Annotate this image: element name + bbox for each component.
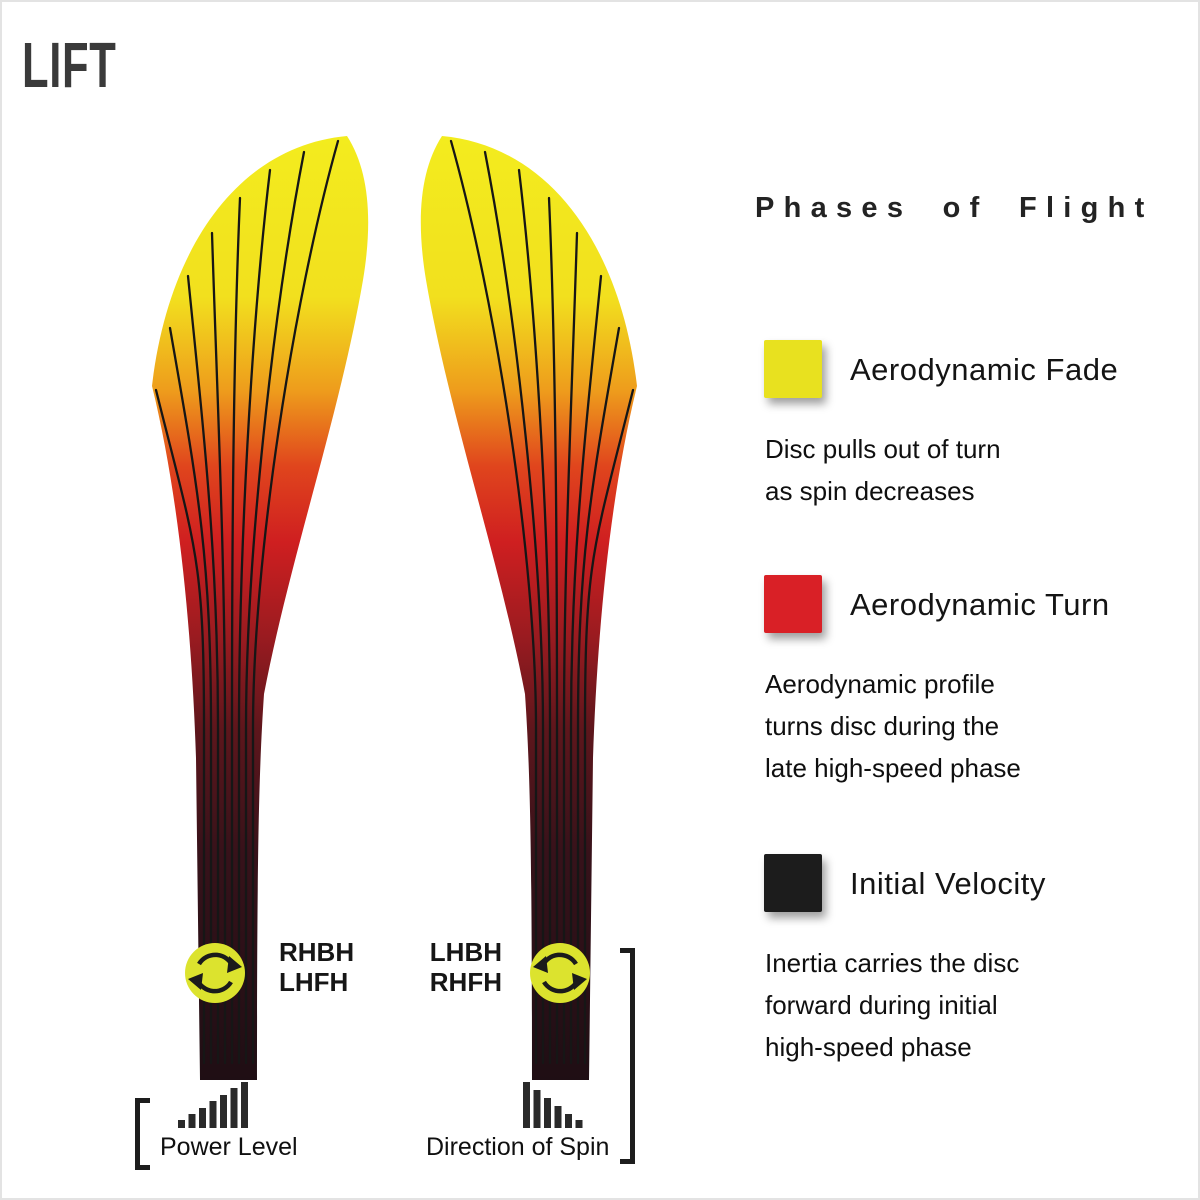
spin-label-line: LHFH xyxy=(279,966,349,997)
left-spin-hand-labels: RHBH LHFH xyxy=(279,937,355,998)
spin-label-line: RHBH xyxy=(279,937,355,967)
power-level-bracket xyxy=(135,1098,150,1170)
legend-item-label: Initial Velocity xyxy=(850,866,1046,901)
description-line: Aerodynamic profile xyxy=(765,669,995,699)
legend-item-description: Inertia carries the disc forward during … xyxy=(765,942,1019,1068)
spin-label-line: RHFH xyxy=(429,966,502,997)
description-line: Disc pulls out of turn xyxy=(765,434,1001,464)
spin-circle xyxy=(185,943,245,1003)
direction-of-spin-label: Direction of Spin xyxy=(426,1133,610,1161)
legend-item-label: Aerodynamic Turn xyxy=(850,587,1110,622)
legend-item-description: Aerodynamic profile turns disc during th… xyxy=(765,663,1021,789)
description-line: as spin decreases xyxy=(765,476,975,507)
spin-direction-right-icon xyxy=(530,943,590,1003)
spin-direction-bars-icon xyxy=(523,1082,583,1128)
legend-item-initial-velocity: Initial Velocity Inertia carries the dis… xyxy=(764,854,1045,1062)
turn-color-swatch xyxy=(764,575,822,633)
legend-item-aerodynamic-fade: Aerodynamic Fade Disc pulls out of turn … xyxy=(764,340,1118,506)
right-spin-hand-labels: LHBH RHFH xyxy=(420,937,502,998)
description-line: high-speed phase xyxy=(765,1032,972,1063)
description-line: late high-speed phase xyxy=(765,753,1021,784)
legend-item-aerodynamic-turn: Aerodynamic Turn Aerodynamic profile tur… xyxy=(764,575,1109,783)
spin-direction-left-icon xyxy=(185,943,245,1003)
power-level-label: Power Level xyxy=(160,1133,298,1161)
direction-of-spin-bracket xyxy=(620,948,635,1164)
spin-circle xyxy=(530,943,590,1003)
page-title: LIFT xyxy=(22,29,117,101)
description-line: Inertia carries the disc xyxy=(765,948,1020,978)
legend-item-description: Disc pulls out of turn as spin decreases xyxy=(765,428,1001,512)
velocity-color-swatch xyxy=(764,854,822,912)
power-level-bars-icon xyxy=(178,1082,248,1128)
legend-item-label: Aerodynamic Fade xyxy=(850,352,1119,387)
spin-label-line: LHBH xyxy=(429,937,502,967)
description-line: forward during initial xyxy=(765,990,998,1021)
legend-heading: Phases of Flight xyxy=(755,192,1154,224)
fade-color-swatch xyxy=(764,340,822,398)
description-line: turns disc during the xyxy=(765,711,1000,742)
